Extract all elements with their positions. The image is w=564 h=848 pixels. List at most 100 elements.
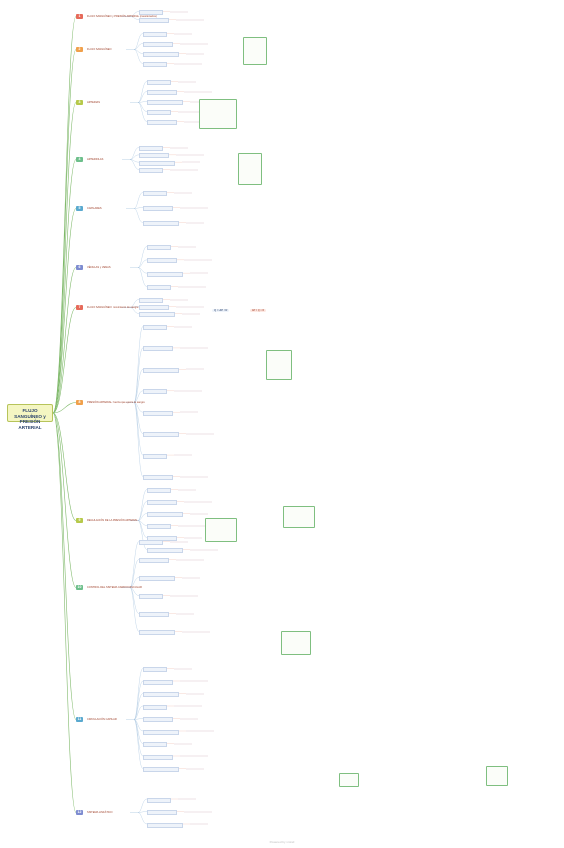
- detail-text-line: [190, 512, 208, 515]
- section-title[interactable]: FLUJO SANGUÍNEO: [87, 48, 112, 51]
- sub-topic-box[interactable]: [143, 62, 167, 67]
- sub-topic-box[interactable]: [139, 146, 163, 151]
- sub-topic-box[interactable]: [143, 692, 179, 697]
- sub-topic-box[interactable]: [147, 797, 171, 803]
- section-title[interactable]: PRESIÓN ARTERIAL: fuerza que ejerce la s…: [87, 401, 145, 404]
- section-title[interactable]: SISTEMA LINFÁTICO: [87, 811, 113, 814]
- sub-topic-box[interactable]: [143, 742, 167, 747]
- sub-topic-box[interactable]: [143, 346, 173, 352]
- sub-topic-box[interactable]: [143, 453, 167, 459]
- detail-text-line: [180, 755, 208, 757]
- sub-topic-box[interactable]: [143, 667, 167, 672]
- sub-topic-box[interactable]: [143, 432, 179, 438]
- section-title[interactable]: CAPILARES: [87, 207, 102, 210]
- sub-topic-box[interactable]: [143, 754, 173, 760]
- sub-topic-box[interactable]: [147, 488, 171, 493]
- sub-topic-box[interactable]: [143, 191, 167, 196]
- section-number-badge[interactable]: 7: [76, 305, 83, 310]
- sub-topic-box[interactable]: [143, 206, 173, 211]
- sub-topic-box[interactable]: [147, 90, 177, 95]
- sub-topic-box[interactable]: [143, 475, 173, 480]
- sub-topic-box[interactable]: [143, 389, 167, 395]
- sub-topic-box[interactable]: [147, 512, 183, 517]
- detail-text-line: [186, 692, 204, 695]
- section-title[interactable]: FLUJO SANGUÍNEO y PRESIÓN ARTERIAL (cues…: [87, 15, 157, 18]
- sub-topic-box[interactable]: [147, 245, 171, 250]
- sub-topic-box[interactable]: [139, 153, 169, 159]
- section-title[interactable]: ARTERIOLAS: [87, 158, 104, 161]
- sub-topic-box[interactable]: [147, 80, 171, 85]
- sub-topic-box[interactable]: [143, 42, 173, 47]
- sub-topic-box[interactable]: [143, 221, 179, 226]
- sub-topic-box[interactable]: [147, 500, 177, 505]
- section-number-badge[interactable]: 10: [76, 585, 83, 590]
- branch-line: [133, 719, 144, 744]
- detail-text-line: [184, 810, 212, 813]
- section-number-badge[interactable]: 11: [76, 717, 83, 722]
- sub-topic-box[interactable]: [147, 271, 183, 277]
- detail-text-line: [186, 432, 214, 435]
- section-number-badge[interactable]: 9: [76, 518, 83, 523]
- sub-topic-box[interactable]: [143, 729, 179, 735]
- sub-topic-box[interactable]: [139, 18, 169, 23]
- sub-topic-box[interactable]: [139, 312, 175, 317]
- sub-topic-box[interactable]: [143, 32, 167, 37]
- root-topic[interactable]: FLUJO SANGUÍNEO y PRESIÓN ARTERIAL: [7, 404, 53, 430]
- section-number-badge[interactable]: 6: [76, 265, 83, 270]
- section-number-badge[interactable]: 2: [76, 47, 83, 52]
- detail-text-line: [178, 798, 196, 800]
- sub-topic-box[interactable]: [139, 160, 175, 166]
- sub-topic-box[interactable]: [147, 822, 183, 828]
- sub-topic-box[interactable]: [147, 258, 177, 264]
- sub-topic-box[interactable]: [143, 367, 179, 373]
- detail-text-line: [176, 18, 204, 21]
- sub-topic-box[interactable]: [143, 767, 179, 772]
- sub-topic-box[interactable]: [143, 717, 173, 722]
- detail-text-line: [184, 258, 212, 261]
- sub-topic-box[interactable]: [147, 548, 183, 553]
- section-number-badge[interactable]: 12: [76, 810, 83, 815]
- detail-text-line: [186, 368, 204, 371]
- sub-topic-box[interactable]: [139, 630, 175, 635]
- section-number-badge[interactable]: 1: [76, 14, 83, 19]
- branch-line: [133, 402, 144, 477]
- sub-topic-box[interactable]: [139, 168, 163, 173]
- sub-topic-box[interactable]: [139, 558, 169, 563]
- sub-topic-box[interactable]: [143, 52, 179, 57]
- branch-line: [137, 811, 148, 813]
- section-title[interactable]: REGULACIÓN DE LA PRESIÓN ARTERIAL: [87, 519, 138, 522]
- sub-topic-box[interactable]: [139, 612, 169, 617]
- section-title[interactable]: CONTROL DEL SISTEMA CARDIOVASCULAR: [87, 586, 142, 589]
- sub-topic-box[interactable]: [139, 305, 169, 310]
- sub-topic-box[interactable]: [147, 100, 183, 105]
- branch-line: [137, 520, 148, 550]
- detail-text-line: [186, 221, 204, 224]
- section-title[interactable]: VÉNULAS y VENAS: [87, 266, 111, 269]
- section-title[interactable]: CIRCULACIÓN CAPILAR: [87, 718, 117, 721]
- sub-topic-box[interactable]: [143, 704, 167, 710]
- sub-topic-box[interactable]: [143, 679, 173, 685]
- detail-text-line: [180, 42, 208, 45]
- section-number-badge[interactable]: 3: [76, 100, 83, 105]
- section-number-badge[interactable]: 5: [76, 206, 83, 211]
- branch-line: [133, 347, 144, 403]
- branch-line: [52, 412, 77, 588]
- sub-topic-box[interactable]: [139, 594, 163, 599]
- sub-topic-box[interactable]: [143, 325, 167, 330]
- sub-topic-box[interactable]: [147, 120, 177, 125]
- sub-topic-box[interactable]: [147, 810, 177, 815]
- section-number-badge[interactable]: 8: [76, 400, 83, 405]
- sub-topic-box[interactable]: [147, 110, 171, 115]
- sub-topic-box[interactable]: [139, 298, 163, 303]
- sub-topic-box[interactable]: [139, 540, 163, 545]
- sub-topic-box[interactable]: [143, 410, 173, 416]
- sub-topic-box[interactable]: [147, 524, 171, 529]
- sub-topic-box[interactable]: [139, 576, 175, 581]
- sub-topic-box[interactable]: [147, 285, 171, 290]
- section-number-badge[interactable]: 4: [76, 157, 83, 162]
- sub-topic-box[interactable]: [139, 10, 163, 15]
- section-title[interactable]: FLUJO SANGUÍNEO: movimiento de sangre po…: [87, 306, 155, 309]
- detail-text-line: [170, 540, 188, 543]
- detail-text-line: [180, 411, 198, 414]
- section-title[interactable]: ARTERIAS: [87, 101, 100, 104]
